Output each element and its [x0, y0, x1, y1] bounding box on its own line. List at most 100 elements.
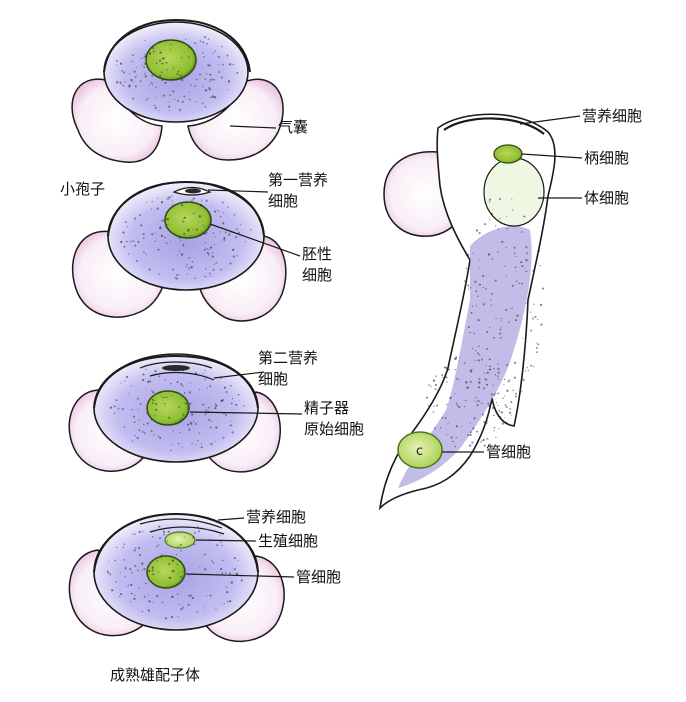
- stipple-dot: [482, 275, 485, 277]
- stipple-dot: [496, 375, 499, 377]
- stipple-dot: [506, 363, 509, 366]
- stipple-dot: [526, 252, 528, 255]
- stipple-dot: [236, 255, 238, 257]
- stipple-dot: [535, 342, 537, 344]
- stipple-dot: [139, 80, 142, 82]
- stipple-dot: [151, 401, 154, 404]
- stipple-dot: [493, 426, 496, 429]
- stipple-dot: [234, 213, 236, 215]
- stipple-dot: [468, 288, 470, 291]
- stipple-dot: [475, 229, 479, 232]
- stipple-dot: [491, 258, 494, 261]
- stipple-dot: [147, 594, 150, 596]
- stipple-dot: [511, 284, 514, 287]
- stipple-dot: [498, 197, 501, 201]
- stipple-dot: [220, 76, 223, 79]
- stipple-dot: [213, 244, 215, 246]
- stipple-dot: [204, 275, 207, 278]
- stipple-dot: [164, 405, 167, 407]
- stipple-dot: [165, 61, 168, 64]
- stipple-dot: [161, 57, 164, 60]
- stipple-dot: [178, 237, 181, 240]
- stipple-dot: [145, 368, 147, 371]
- stipple-dot: [182, 217, 184, 220]
- stipple-dot: [190, 84, 192, 86]
- stipple-dot: [211, 95, 214, 98]
- stipple-dot: [512, 209, 514, 211]
- label-second-vegetative-cell: 第二营养 细胞: [258, 349, 319, 388]
- stipple-dot: [516, 314, 519, 317]
- stipple-dot: [225, 390, 228, 394]
- stipple-dot: [469, 422, 472, 424]
- stipple-dot: [178, 572, 180, 574]
- stipple-dot: [152, 573, 155, 576]
- stipple-dot: [125, 240, 128, 243]
- stipple-dot: [151, 81, 153, 84]
- stipple-dot: [119, 571, 121, 573]
- stipple-dot: [490, 393, 493, 396]
- stipple-dot: [134, 547, 137, 549]
- stipple-dot: [228, 63, 232, 66]
- stipple-dot: [214, 403, 217, 405]
- stipple-dot: [132, 240, 134, 243]
- stipple-dot: [448, 368, 451, 371]
- stipple-dot: [432, 411, 435, 413]
- stipple-dot: [464, 399, 467, 402]
- stipple-dot: [510, 225, 512, 227]
- stipple-dot: [425, 396, 429, 399]
- label-air-sac: 气囊: [278, 118, 309, 136]
- stipple-dot: [501, 422, 505, 425]
- stipple-dot: [135, 259, 138, 262]
- stipple-dot: [494, 373, 497, 376]
- stipple-dot: [483, 421, 486, 424]
- stipple-dot: [209, 385, 212, 388]
- stipple-dot: [483, 387, 485, 390]
- stipple-dot: [487, 209, 490, 211]
- stipple-dot: [177, 70, 180, 73]
- stipple-dot: [188, 594, 191, 597]
- stipple-dot: [209, 80, 211, 82]
- stipple-dot: [179, 432, 181, 434]
- stipple-dot: [522, 378, 525, 381]
- stipple-dot: [428, 384, 430, 386]
- stipple-dot: [499, 217, 501, 220]
- stipple-dot: [179, 235, 181, 238]
- stipple-dot: [493, 414, 495, 417]
- stipple-dot: [171, 595, 174, 599]
- stipple-dot: [134, 81, 136, 83]
- stipple-dot: [153, 399, 155, 402]
- stipple-dot: [109, 573, 112, 576]
- stipple-dot: [505, 275, 508, 277]
- stipple-dot: [490, 299, 492, 301]
- stipple-dot: [477, 295, 479, 298]
- stipple-dot: [490, 304, 493, 307]
- stipple-dot: [158, 109, 160, 111]
- stipple-dot: [509, 408, 511, 410]
- stipple-dot: [206, 252, 209, 254]
- stipple-dot: [131, 408, 134, 411]
- stipple-dot: [497, 228, 500, 230]
- stipple-dot: [122, 546, 124, 549]
- stipple-dot: [171, 395, 173, 397]
- stipple-dot: [157, 197, 159, 199]
- stipple-dot: [522, 337, 524, 340]
- stipple-dot: [463, 280, 466, 282]
- stipple-dot: [204, 105, 207, 108]
- stipple-dot: [514, 395, 517, 398]
- stipple-dot: [176, 593, 179, 595]
- stipple-dot: [178, 406, 180, 408]
- stipple-dot: [169, 240, 172, 242]
- stipple-dot: [476, 352, 479, 355]
- stipple-dot: [147, 97, 149, 99]
- stipple-dot: [138, 531, 141, 534]
- stipple-dot: [221, 398, 224, 402]
- stipple-dot: [204, 378, 207, 381]
- stipple-dot: [133, 70, 136, 73]
- stipple-dot: [196, 526, 200, 529]
- air-sac-left: [71, 78, 163, 163]
- stipple-dot: [503, 378, 506, 381]
- stipple-dot: [497, 405, 499, 407]
- stipple-dot: [220, 268, 222, 271]
- stipple-dot: [205, 409, 208, 412]
- stipple-dot: [158, 537, 162, 540]
